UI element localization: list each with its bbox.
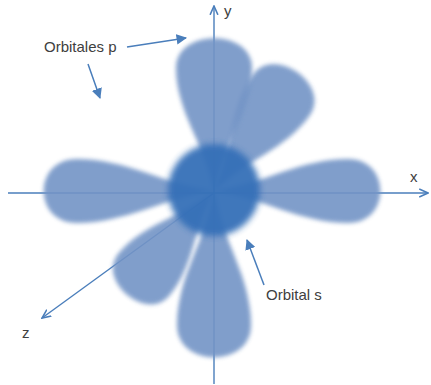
callout-label: Orbitales p xyxy=(44,38,117,56)
p-orbital-lobes xyxy=(44,38,381,357)
axes xyxy=(8,6,428,384)
leader-line xyxy=(88,64,100,98)
axis-label: z xyxy=(22,324,30,342)
leader-line xyxy=(247,240,264,285)
axis-label: x xyxy=(410,168,418,186)
leader-line xyxy=(127,38,186,47)
callout-label: Orbital s xyxy=(266,286,322,304)
axis-label: y xyxy=(224,2,232,20)
s-orbital-sphere xyxy=(168,144,260,236)
leader-lines xyxy=(88,38,264,285)
